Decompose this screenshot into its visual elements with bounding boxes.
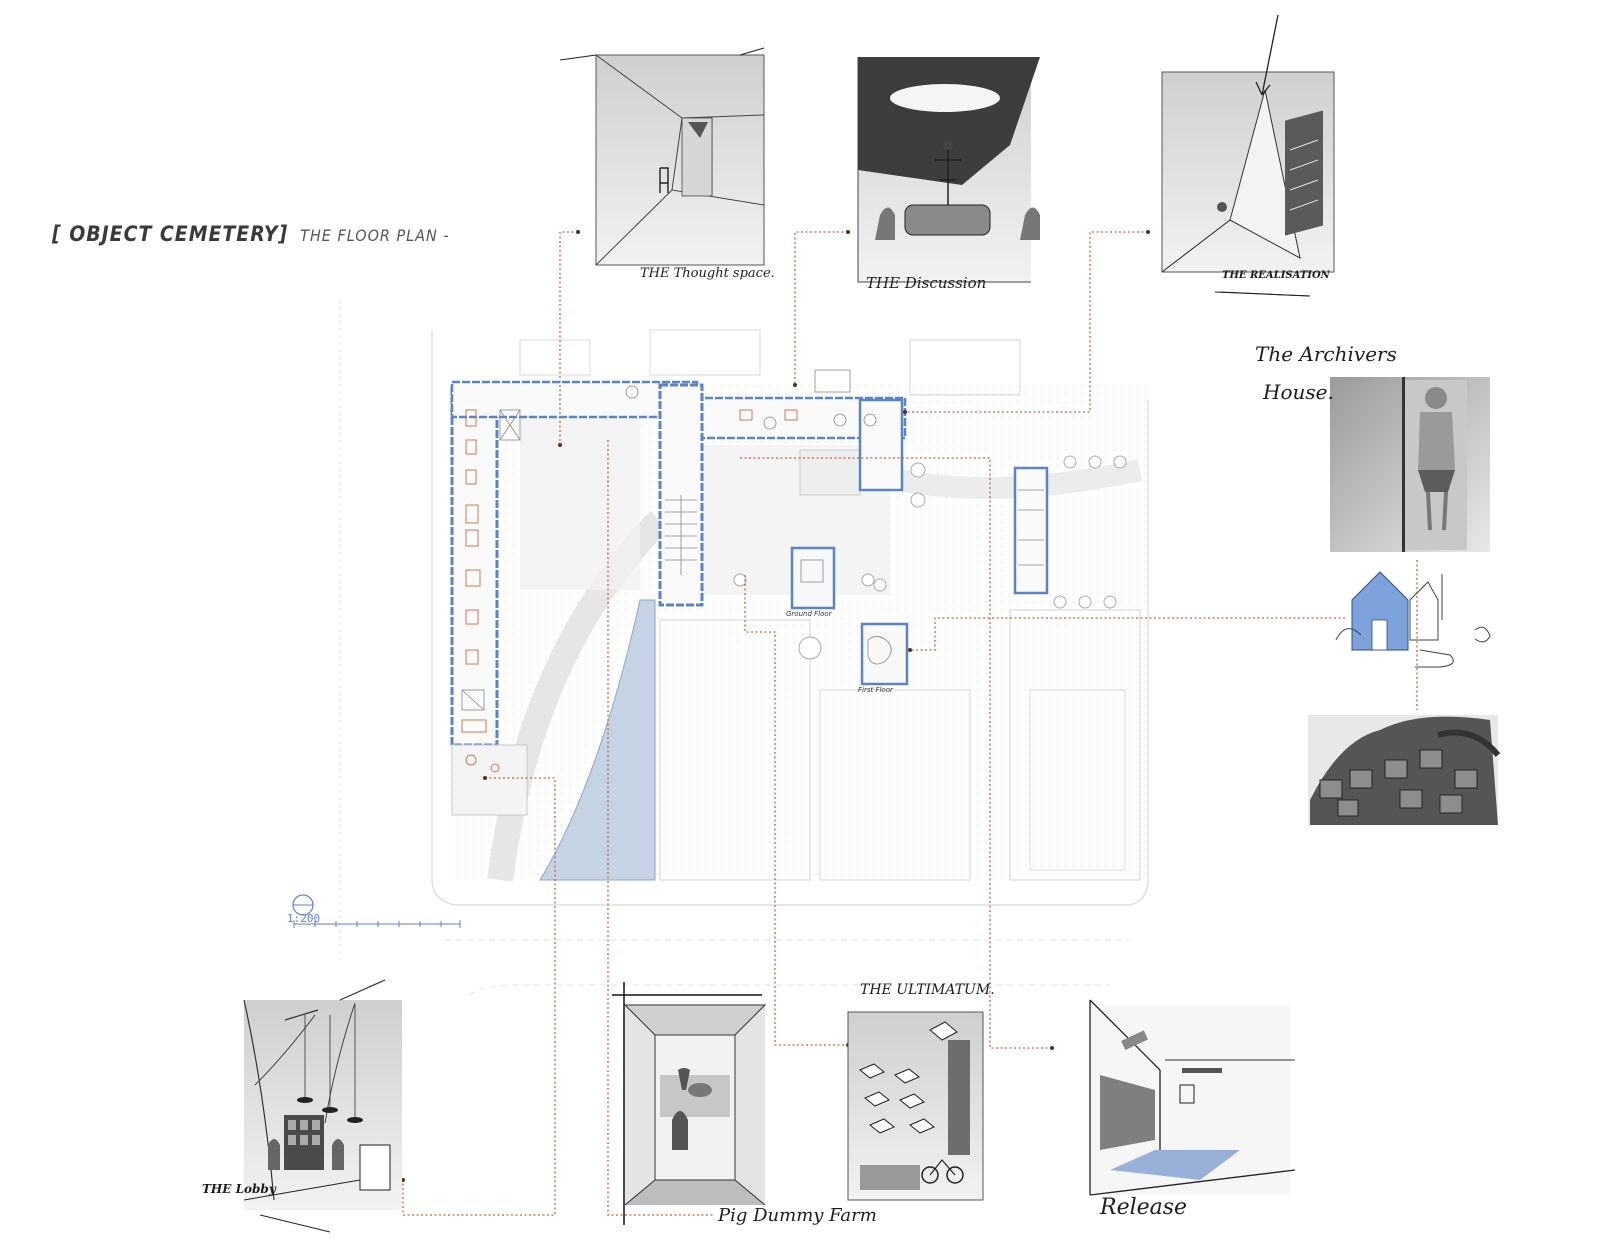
scale-label: 1:200 bbox=[287, 912, 321, 925]
first-floor-label: First Floor bbox=[858, 686, 893, 694]
ground-floor-label: Ground Floor bbox=[786, 610, 832, 618]
label-discussion: THE Discussion bbox=[866, 274, 987, 292]
scale-bar bbox=[293, 920, 461, 928]
north-arrow bbox=[292, 894, 314, 916]
site-plan bbox=[292, 300, 1150, 996]
title-main: [ OBJECT CEMETERY] bbox=[52, 222, 289, 246]
label-archivers-line1: The Archivers bbox=[1255, 342, 1397, 366]
sketch-realisation bbox=[1161, 14, 1335, 297]
sketch-pig-dummy-farm bbox=[612, 982, 767, 1225]
leader-lines bbox=[402, 231, 1418, 1216]
sketch-thought-space bbox=[559, 47, 765, 266]
label-lobby: THE Lobby bbox=[202, 1182, 276, 1196]
label-pig-dummy-farm: Pig Dummy Farm bbox=[718, 1205, 877, 1226]
sketch-discussion bbox=[857, 57, 1040, 283]
label-release: Release bbox=[1100, 1195, 1188, 1220]
label-ultimatum: THE ULTIMATUM. bbox=[860, 982, 995, 998]
label-thought-space: THE Thought space. bbox=[640, 266, 775, 281]
label-realisation: THE REALISATION bbox=[1222, 270, 1330, 281]
label-archivers-line2: House. bbox=[1263, 380, 1334, 404]
sketch-archivers-house bbox=[1308, 377, 1501, 825]
sketch-lobby bbox=[243, 979, 402, 1233]
sketch-release bbox=[1089, 999, 1296, 1196]
title-sub: THE FLOOR PLAN - bbox=[300, 226, 450, 245]
sketch-ultimatum bbox=[847, 1011, 984, 1201]
page-title: [ OBJECT CEMETERY] THE FLOOR PLAN - bbox=[52, 222, 450, 246]
